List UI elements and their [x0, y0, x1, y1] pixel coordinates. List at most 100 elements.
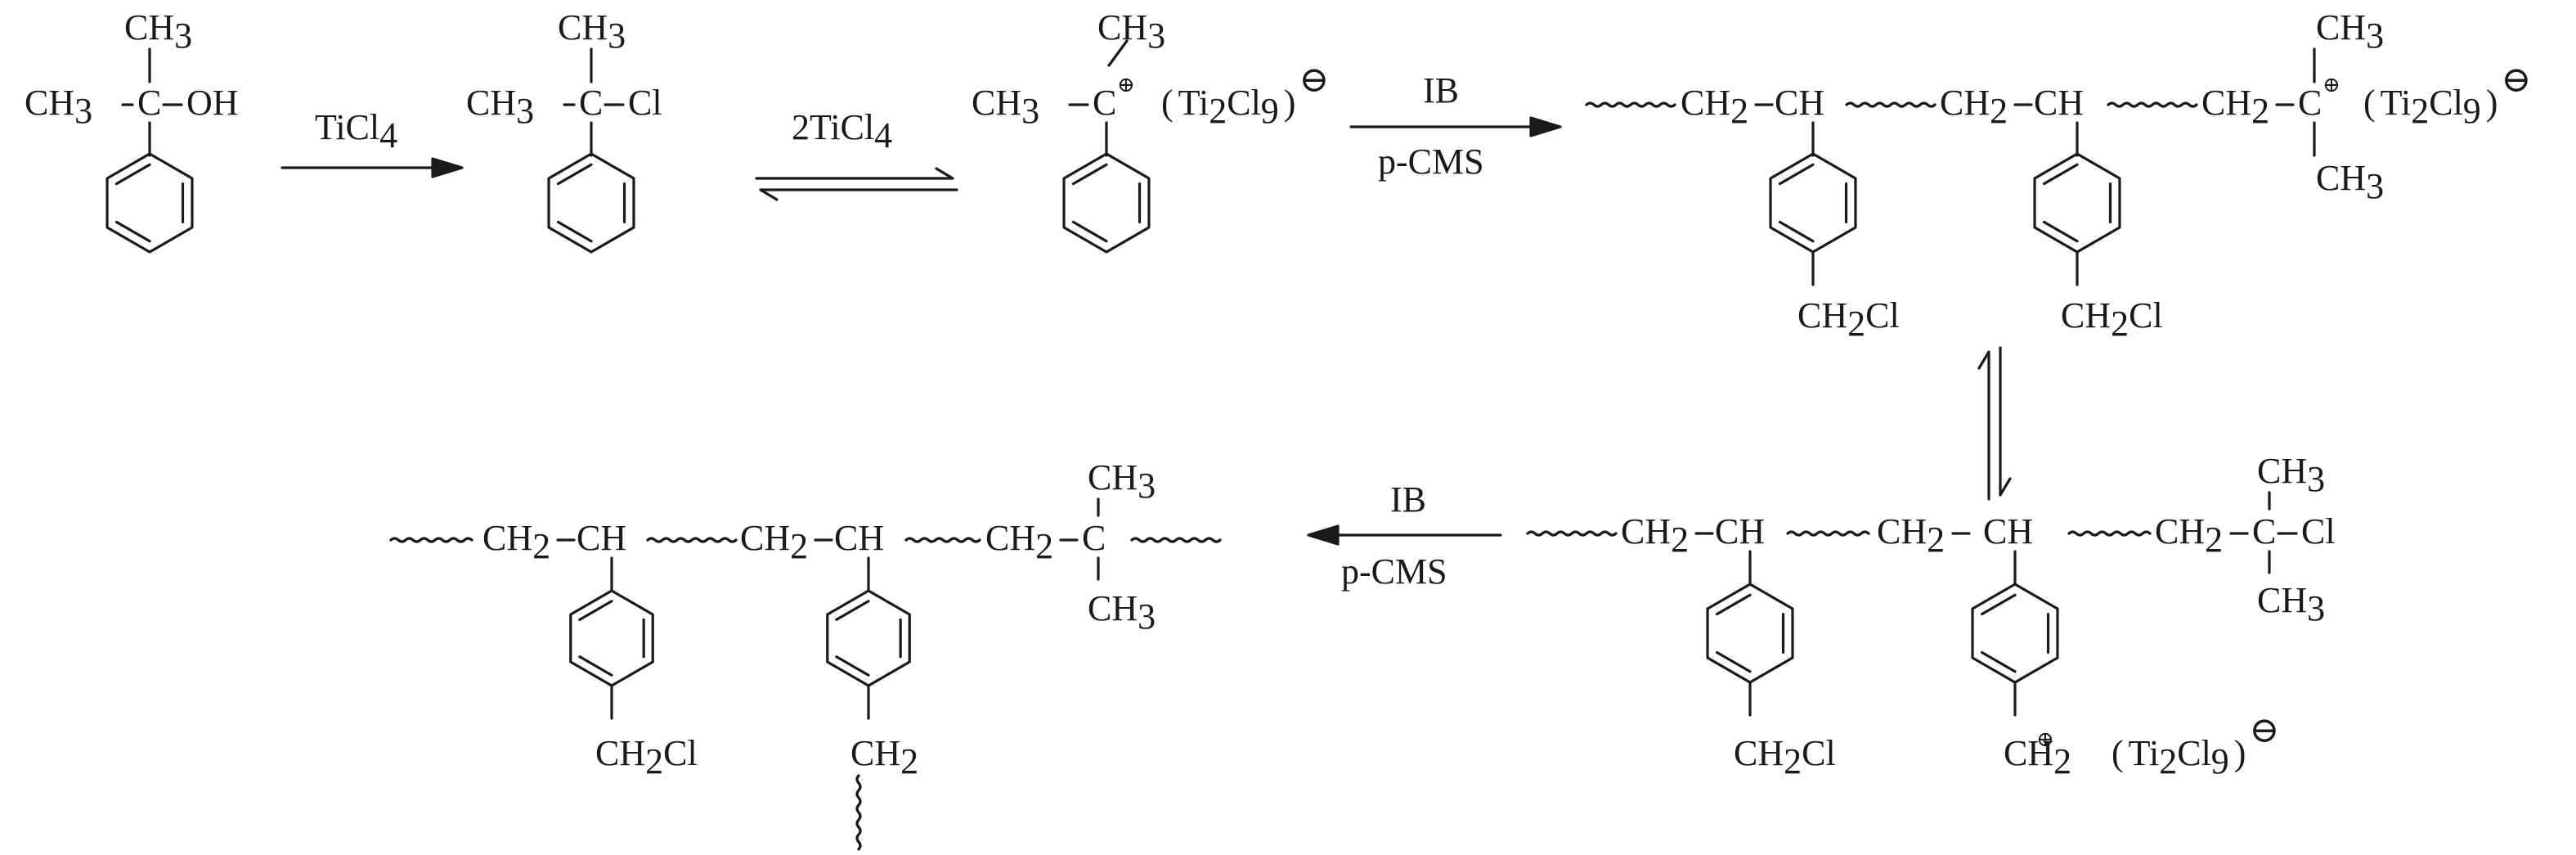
ring-double-bond [556, 220, 593, 243]
quaternary-carbon: C [1082, 518, 1106, 558]
bond [1107, 39, 1129, 67]
methyl-label-part: CH [466, 83, 516, 123]
counterion-part: 9 [1261, 91, 1279, 131]
wavy-chain [1526, 530, 1618, 537]
ring-double-bond [578, 600, 613, 621]
ring-outline [1062, 152, 1151, 254]
methyl-label: CH3 [25, 83, 92, 131]
chloromethyl-label-part: 2 [1847, 304, 1865, 344]
counterion-part: 9 [2463, 91, 2481, 131]
methyl-label-part: 3 [2307, 588, 2325, 628]
methyl-label-part: CH [1088, 588, 1138, 628]
methylene-label-part: CH [2004, 733, 2053, 773]
arrow-head [1307, 524, 1340, 546]
wavy-chain [1845, 101, 1936, 108]
methylene-label-part: CH [1681, 83, 1730, 123]
arrow-head [431, 157, 464, 178]
ring-double-bond [1715, 650, 1752, 673]
methylene-label-part: 2 [2251, 91, 2269, 131]
ring-outline [2033, 152, 2121, 254]
central-carbon: C [579, 83, 603, 123]
methine-label: CH [1775, 83, 1824, 123]
methyl-label: CH3 [466, 83, 534, 131]
methine-label: CH [577, 518, 626, 558]
methylene-label: CH2 [1877, 511, 1945, 560]
methyl-label-part: CH [124, 7, 174, 47]
reagent-ib: IB [1423, 70, 1459, 110]
reagent-ib: IB [1390, 479, 1426, 520]
methyl-label-part: CH [2316, 158, 2366, 198]
benzene-ring [547, 152, 635, 254]
methylene-label-part: 2 [790, 526, 808, 566]
methyl-label: CH3 [2316, 7, 2384, 56]
equilibrium-vertical [1977, 346, 2012, 501]
methyl-label-part: CH [1088, 457, 1138, 497]
methylene-label-part: 2 [532, 526, 550, 566]
methyl-label-part: CH [2316, 7, 2366, 47]
wavy-chain [1130, 537, 1222, 543]
positive-charge: ⊕ [2036, 727, 2054, 751]
ring-outline [569, 589, 654, 687]
benzene-ring [1971, 583, 2059, 684]
wavy-chain [389, 537, 473, 543]
central-carbon: C [137, 83, 161, 123]
methine-label: CH [1983, 511, 2033, 551]
ring-double-bond [556, 163, 593, 186]
counterion-part: Cl [2429, 83, 2463, 123]
methyl-label: CH3 [972, 83, 1039, 131]
counterion-part: 2 [2411, 91, 2429, 131]
methylene-label: CH2 [740, 518, 808, 566]
methyl-label-part: CH [2257, 580, 2307, 620]
counterion: (Ti2Cl9)⊖ [2363, 60, 2531, 131]
chloromethyl-label-part: CH [2061, 295, 2111, 335]
ring-double-bond [1071, 220, 1108, 243]
arrow-ib-pcms-1 [1349, 116, 1562, 137]
counterion-part: ⊖ [2501, 60, 2531, 100]
chloromethyl-label-part: 2 [645, 741, 663, 781]
chloromethyl-label-part: CH [1797, 295, 1847, 335]
reagent-pcms-part: -CMS [1359, 551, 1447, 592]
methylene-label-part: CH [2201, 83, 2251, 123]
reagent-pcms-part: p [1378, 142, 1396, 182]
methyl-label-part: 3 [1138, 596, 1156, 637]
methylene-label-part: CH [1621, 511, 1671, 551]
methyl-label-part: CH [2257, 451, 2307, 491]
methyl-label-part: 3 [516, 91, 534, 131]
chloromethyl-label: CH2Cl [1734, 733, 1836, 781]
methylene-label-part: CH [2155, 511, 2205, 551]
methylene-label-part: 2 [1927, 520, 1945, 560]
chloromethyl-label: CH2Cl [595, 733, 698, 781]
methylene-label-part: CH [740, 518, 790, 558]
benzene-ring [1769, 152, 1857, 254]
reagent-ticl4-part: TiCl [315, 107, 379, 147]
methyl-label: CH3 [124, 7, 192, 56]
counterion-part: ) [2486, 83, 2498, 123]
chlorine-label: Cl [2301, 511, 2336, 551]
methyl-label-part: 3 [2307, 459, 2325, 499]
wavy-chain [2107, 101, 2198, 108]
methyl-label-part: 3 [1147, 16, 1165, 56]
ring-double-bond [1980, 593, 2017, 616]
chloromethyl-label: CH2Cl [2061, 295, 2163, 344]
methylene-label-part: CH [985, 518, 1035, 558]
reagent-pcms: p-CMS [1378, 142, 1484, 182]
counterion-part: ( [2112, 733, 2124, 773]
arrow-head [1529, 116, 1562, 137]
counterion-part: ⊖ [2249, 710, 2279, 750]
reagent-pcms: p-CMS [1341, 551, 1447, 592]
chloromethyl-label-part: CH [595, 733, 645, 773]
wavy-chain [646, 537, 738, 543]
ring-double-bond [1715, 593, 1752, 616]
ring-outline [1706, 583, 1794, 684]
counterion-part: ( [1161, 83, 1174, 123]
counterion-part: Cl [2177, 733, 2211, 773]
wavy-chain [855, 774, 862, 851]
chloromethyl-label-part: CH [1734, 733, 1784, 773]
methyl-label-part: 3 [174, 16, 192, 56]
reagent-ticl4-part: 4 [379, 115, 397, 155]
reverse-half-arrow [759, 188, 958, 201]
